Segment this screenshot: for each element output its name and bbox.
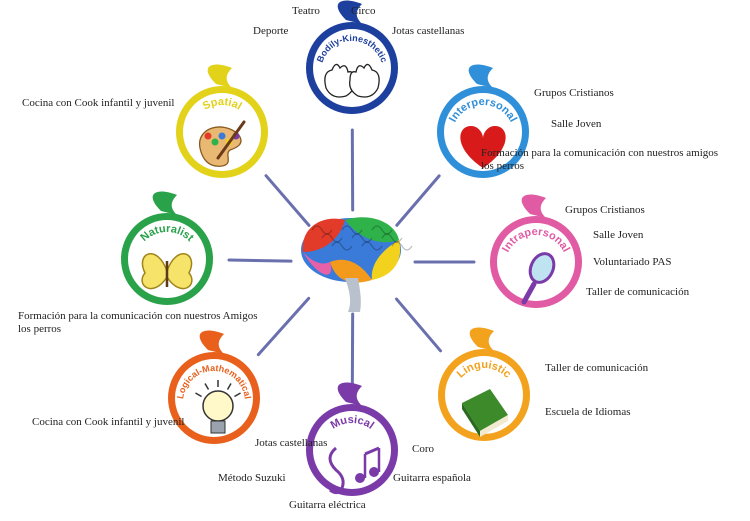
circle-swirl bbox=[338, 383, 362, 406]
intelligence-node: Spatial bbox=[176, 65, 268, 178]
activity-label: Cocina con Cook infantil y juvenil bbox=[32, 416, 184, 429]
circle-swirl bbox=[522, 195, 546, 218]
activity-label: Salle Joven bbox=[593, 229, 643, 242]
circle-swirl bbox=[470, 328, 494, 351]
activity-label: Jotas castellanas bbox=[255, 437, 327, 450]
activity-label: Deporte bbox=[253, 25, 288, 38]
activity-label: Guitarra eléctrica bbox=[289, 499, 366, 512]
activity-label: Teatro bbox=[292, 5, 320, 18]
activity-label: Jotas castellanas bbox=[392, 25, 464, 38]
activity-label: Coro bbox=[412, 443, 434, 456]
activity-label: Salle Joven bbox=[551, 118, 601, 131]
activity-label: Taller de comunicación bbox=[586, 286, 689, 299]
activity-label: Formación para la comunicación con nuest… bbox=[481, 147, 726, 173]
connector-line bbox=[397, 299, 441, 351]
connector-line bbox=[266, 176, 309, 226]
activity-label: Guitarra española bbox=[393, 472, 471, 485]
circle-swirl bbox=[469, 65, 493, 88]
circle-swirl bbox=[208, 65, 232, 88]
activity-label: Taller de comunicación bbox=[545, 362, 648, 375]
connector-line bbox=[258, 298, 308, 354]
connector-line bbox=[397, 176, 439, 225]
connector-line bbox=[229, 260, 291, 261]
activity-label: Método Suzuki bbox=[218, 472, 286, 485]
activity-label: Grupos Cristianos bbox=[534, 87, 614, 100]
intelligence-node: Linguistic bbox=[438, 328, 530, 441]
activity-label: Grupos Cristianos bbox=[565, 204, 645, 217]
circle-swirl bbox=[153, 192, 177, 215]
activity-label: Cocina con Cook infantil y juvenil bbox=[22, 97, 174, 110]
activity-label: Formación para la comunicación con nuest… bbox=[18, 310, 258, 336]
activity-label: Escuela de Idiomas bbox=[545, 406, 631, 419]
activity-label: Circo bbox=[351, 5, 375, 18]
brain-icon bbox=[301, 217, 412, 312]
activity-label: Voluntariado PAS bbox=[593, 256, 672, 269]
intelligence-node: Naturalist bbox=[121, 192, 213, 305]
